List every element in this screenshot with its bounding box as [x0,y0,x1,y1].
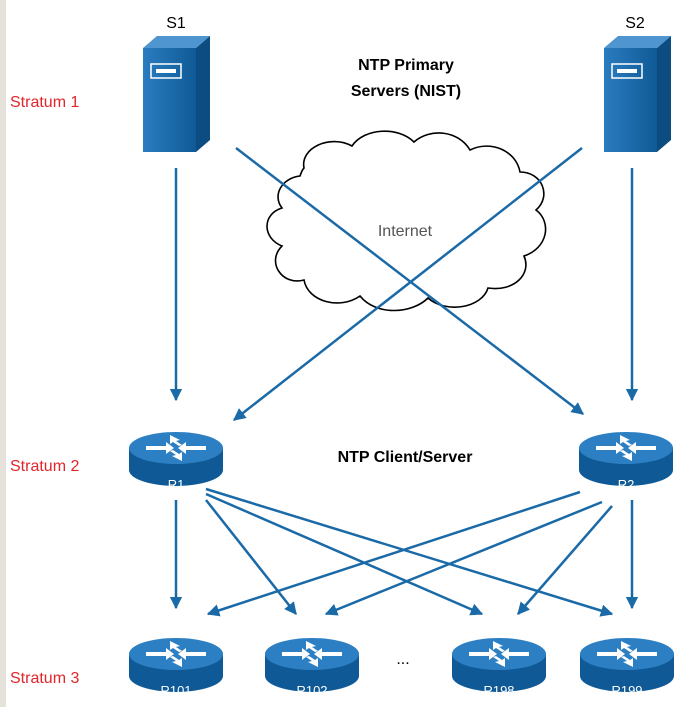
router-r198-label: R198 [483,683,514,698]
arrow-r1-to-r102 [205,499,297,615]
cloud-shape [266,130,547,312]
router-r198: R198 [451,637,547,698]
primary-servers-title-line2: Servers (NIST) [351,83,461,100]
client-server-title: NTP Client/Server [338,449,473,466]
arrow-s1-to-r2 [235,147,584,415]
arrow-r2-to-r102 [324,500,603,616]
arrow-r2-to-r101 [206,490,581,617]
arrow-r1-to-r198 [205,492,484,616]
internet-cloud: Internet [266,130,547,312]
ellipsis: ... [396,651,409,668]
cloud-label: Internet [378,223,433,240]
arrow-s2-to-r1 [233,147,583,421]
server-s1-label: S1 [166,15,186,32]
router-r1: R1 [128,431,224,492]
server-s2: S2 [604,15,671,152]
server-tower-icon [604,36,671,152]
router-r199-label: R199 [611,683,642,698]
server-s2-label: S2 [625,15,645,32]
arrow-r1-to-r199 [205,487,614,617]
router-r199: R199 [579,637,675,698]
server-s1: S1 [143,15,210,152]
router-r102: R102 [264,637,360,698]
primary-servers-title-line1: NTP Primary [358,57,454,74]
stratum-2-label: Stratum 2 [10,458,79,475]
left-edge-strip [0,0,6,707]
server-tower-icon [143,36,210,152]
arrow-r2-to-r198 [517,505,613,615]
router-r101-label: R101 [160,683,191,698]
router-r101: R101 [128,637,224,698]
router-r102-label: R102 [296,683,327,698]
router-r1-label: R1 [168,477,185,492]
stratum-1-label: Stratum 1 [10,94,79,111]
stratum-3-label: Stratum 3 [10,670,79,687]
router-r2-label: R2 [618,477,635,492]
router-r2: R2 [578,431,674,492]
